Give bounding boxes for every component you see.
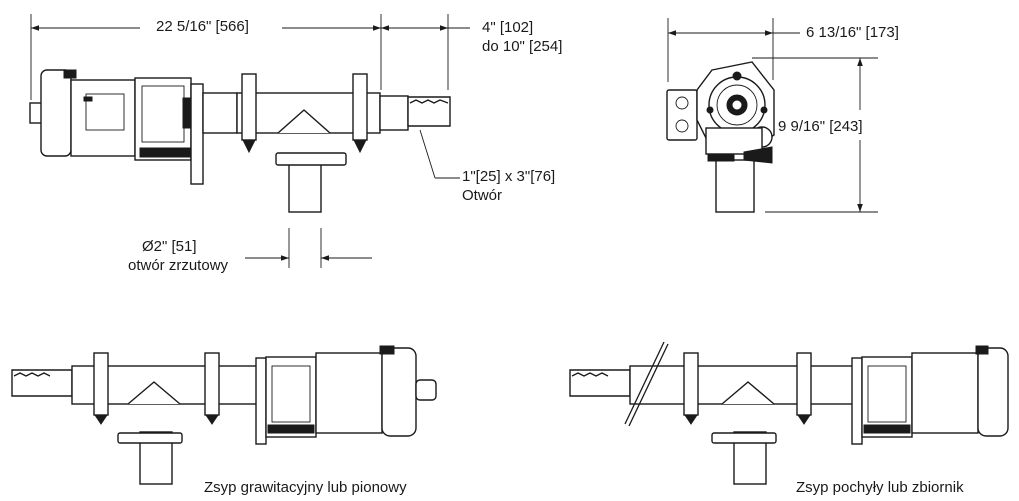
clamp-right-bolt xyxy=(353,139,367,154)
nameplate-mark xyxy=(83,96,93,102)
hopper-inlet xyxy=(277,109,331,134)
br-mounting-plate xyxy=(851,357,863,445)
br-gearbox xyxy=(861,356,913,438)
end-view xyxy=(666,18,878,213)
bl-clamp-right xyxy=(204,352,220,416)
mounting-plate xyxy=(190,83,204,185)
gearbox xyxy=(134,77,192,161)
gravity-chute-caption: Zsyp grawitacyjny lub pionowy xyxy=(204,479,407,496)
slot-leader xyxy=(419,129,436,179)
bl-gearbox xyxy=(265,356,317,438)
overall-length-label: 22 5/16" [566] xyxy=(156,18,249,35)
br-motor-cap xyxy=(977,347,1009,437)
tube-collar xyxy=(202,92,238,134)
clamp-left xyxy=(241,73,257,141)
bl-mounting-plate xyxy=(255,357,267,445)
extension-dimension xyxy=(381,14,470,90)
clamp-left-bolt xyxy=(242,139,256,154)
br-hopper xyxy=(721,381,775,405)
end-height-label: 9 9/16" [243] xyxy=(778,118,863,135)
tube-extension xyxy=(379,95,409,131)
motor-body xyxy=(70,79,136,157)
bl-motor-body xyxy=(315,352,383,434)
gearbox-bolt-plate xyxy=(182,97,192,129)
bl-motor-shaft xyxy=(415,379,437,401)
outlet-label-line1: Ø2" [51] xyxy=(142,238,197,255)
slot-label-line1: 1"[25] x 3"[76] xyxy=(462,168,556,185)
motor-fan-tab xyxy=(63,69,77,79)
inclined-chute-caption: Zsyp pochyły lub zbiornik xyxy=(796,479,964,496)
br-motor-body xyxy=(911,352,979,434)
bl-hopper xyxy=(127,381,181,405)
bl-motor-cap xyxy=(381,347,417,437)
spiral-opening xyxy=(409,99,449,104)
tube-end xyxy=(407,96,451,127)
extension-label-line1: 4" [102] xyxy=(482,19,534,36)
outlet-spout xyxy=(288,159,322,213)
side-view xyxy=(29,14,470,268)
br-clamp-right xyxy=(796,352,812,416)
motor-end-cap xyxy=(40,69,72,157)
outlet-label-line2: otwór zrzutowy xyxy=(128,257,229,274)
end-view-spout xyxy=(715,159,755,213)
extension-label-line2: do 10" [254] xyxy=(482,38,563,55)
end-width-label: 6 13/16" [173] xyxy=(806,24,899,41)
outlet-diameter-dimension xyxy=(245,228,372,268)
slot-label-line2: Otwór xyxy=(462,187,503,204)
clamp-handle xyxy=(743,146,773,164)
inclined-chute-view xyxy=(569,341,1009,485)
motor-shaft xyxy=(29,102,43,124)
bl-clamp-left xyxy=(93,352,109,416)
motor-nameplate xyxy=(85,93,125,131)
gearbox-base xyxy=(139,147,191,158)
junction-box xyxy=(666,89,698,141)
spout-clamp-band xyxy=(275,152,347,166)
clamp-right xyxy=(352,73,368,141)
gravity-chute-view xyxy=(11,345,437,485)
br-inclined-wall xyxy=(624,341,665,425)
br-clamp-left xyxy=(683,352,699,416)
